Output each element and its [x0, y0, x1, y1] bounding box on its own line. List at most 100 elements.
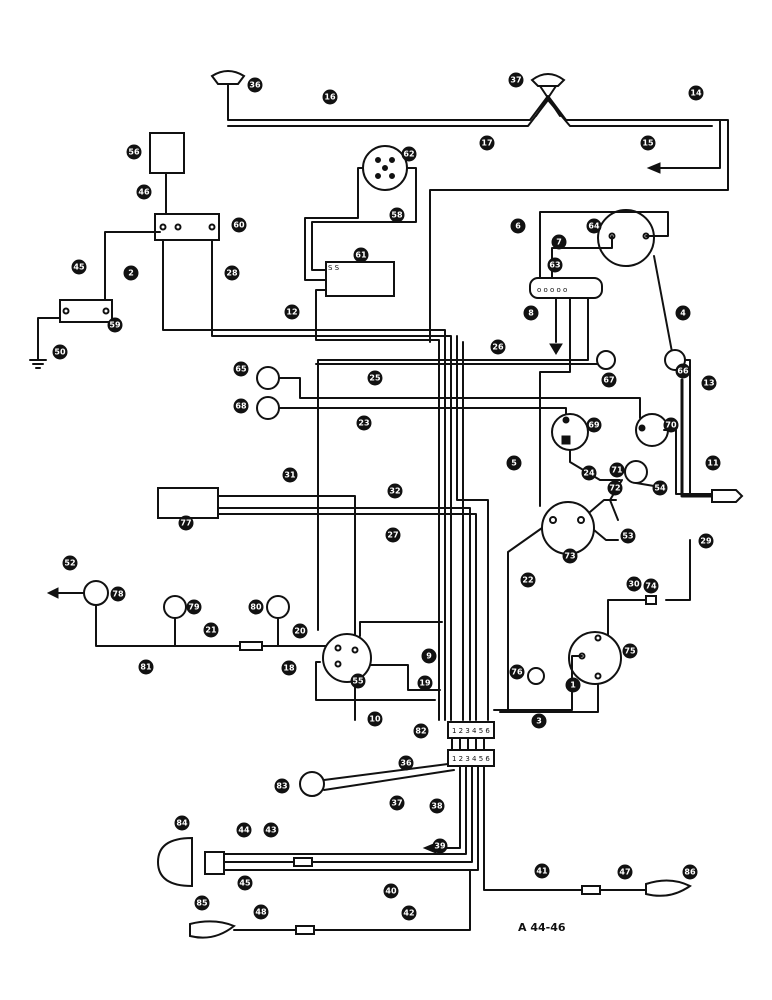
- svg-text:9: 9: [426, 652, 432, 661]
- connector-blocks: 1 2 3 4 5 6 1 2 3 4 5 6: [447, 721, 495, 767]
- svg-text:53: 53: [622, 532, 633, 541]
- callout-55: 55: [350, 673, 366, 689]
- callout-63: 63: [547, 257, 563, 273]
- callout-31: 31: [282, 467, 298, 483]
- upper-left-group: [29, 132, 452, 721]
- ground-arrow-left: [46, 587, 59, 599]
- callout-80: 80: [248, 599, 264, 615]
- svg-text:22: 22: [522, 576, 533, 585]
- ignition-terminal-label: S S: [328, 264, 340, 272]
- horn-right: [530, 73, 566, 87]
- callout-12: 12: [284, 304, 300, 320]
- component-71: [624, 460, 648, 484]
- regulator-terminal-label: o o o o o: [537, 286, 567, 294]
- svg-text:70: 70: [665, 421, 677, 430]
- svg-text:26: 26: [492, 343, 504, 352]
- svg-text:82: 82: [415, 727, 426, 736]
- svg-text:85: 85: [196, 899, 208, 908]
- callout-58: 58: [389, 207, 405, 223]
- svg-text:45: 45: [239, 879, 251, 888]
- svg-text:24: 24: [583, 469, 595, 478]
- callout-21: 21: [203, 622, 219, 638]
- svg-text:41: 41: [536, 867, 548, 876]
- block-b-terminal-label: 1 2 3 4 5 6: [452, 755, 490, 763]
- callout-82: 82: [413, 723, 429, 739]
- callout-22: 22: [520, 572, 536, 588]
- callout-43: 43: [263, 822, 279, 838]
- svg-text:66: 66: [677, 367, 689, 376]
- svg-text:40: 40: [385, 887, 397, 896]
- callout-54: 54: [652, 480, 668, 496]
- component-75: [568, 631, 622, 685]
- svg-text:1: 1: [570, 681, 576, 690]
- callout-14: 14: [688, 85, 704, 101]
- callout-78: 78: [110, 586, 126, 602]
- svg-text:55: 55: [352, 677, 364, 686]
- connector-block-a: [447, 721, 495, 739]
- svg-text:46: 46: [138, 188, 150, 197]
- svg-text:67: 67: [603, 376, 614, 385]
- headlamp-socket: [204, 851, 225, 875]
- svg-text:74: 74: [645, 582, 657, 591]
- lamp-79: [163, 595, 187, 619]
- callout-65: 65: [233, 361, 249, 377]
- horn-left: [210, 70, 246, 85]
- svg-text:36: 36: [400, 759, 412, 768]
- svg-text:39: 39: [434, 842, 446, 851]
- svg-text:30: 30: [628, 580, 640, 589]
- svg-text:12: 12: [286, 308, 297, 317]
- svg-text:4: 4: [680, 309, 686, 318]
- callout-27: 27: [385, 527, 401, 543]
- svg-text:20: 20: [294, 627, 306, 636]
- callout-81: 81: [138, 659, 154, 675]
- svg-text:50: 50: [54, 348, 66, 357]
- svg-text:47: 47: [619, 868, 630, 877]
- callout-32: 32: [387, 483, 403, 499]
- callout-23: 23: [356, 415, 372, 431]
- callout-7: 7: [551, 234, 567, 250]
- callout-77: 77: [178, 515, 194, 531]
- component-56: [149, 132, 185, 174]
- callout-73: 73: [562, 548, 578, 564]
- svg-text:37: 37: [510, 76, 521, 85]
- gauge-67: [596, 350, 616, 370]
- callout-68: 68: [233, 398, 249, 414]
- callout-61: 61: [353, 247, 369, 263]
- callout-67: 67: [601, 372, 617, 388]
- svg-text:72: 72: [609, 484, 620, 493]
- callout-5: 5: [506, 455, 522, 471]
- callout-9: 9: [421, 648, 437, 664]
- callout-8: 8: [523, 305, 539, 321]
- svg-text:60: 60: [233, 221, 245, 230]
- svg-text:65: 65: [235, 365, 247, 374]
- svg-text:73: 73: [564, 552, 575, 561]
- svg-text:19: 19: [419, 679, 431, 688]
- svg-text:15: 15: [642, 139, 654, 148]
- svg-text:27: 27: [387, 531, 398, 540]
- svg-text:17: 17: [481, 139, 492, 148]
- svg-text:68: 68: [235, 402, 247, 411]
- callout-75: 75: [622, 643, 638, 659]
- connector-47: [581, 885, 601, 895]
- callout-25: 25: [367, 370, 383, 386]
- lamp-85: [189, 920, 236, 939]
- callout-36: 36: [247, 77, 263, 93]
- callout-45: 45: [71, 259, 87, 275]
- ground-arrow-top: [646, 162, 661, 174]
- component-82-lamp: [299, 771, 325, 797]
- svg-text:45: 45: [73, 263, 85, 272]
- svg-text:69: 69: [588, 421, 600, 430]
- svg-text:79: 79: [188, 603, 200, 612]
- ground-arrow-regulator: [549, 343, 563, 355]
- callout-29: 29: [698, 533, 714, 549]
- callout-85: 85: [194, 895, 210, 911]
- svg-text:71: 71: [611, 466, 623, 475]
- connector-right: [711, 489, 744, 503]
- svg-text:38: 38: [431, 802, 443, 811]
- bottom-harness: [156, 763, 692, 939]
- svg-text:42: 42: [403, 909, 414, 918]
- gauge-68: [256, 396, 280, 420]
- svg-text:11: 11: [707, 459, 719, 468]
- svg-text:58: 58: [391, 211, 403, 220]
- callout-84: 84: [174, 815, 190, 831]
